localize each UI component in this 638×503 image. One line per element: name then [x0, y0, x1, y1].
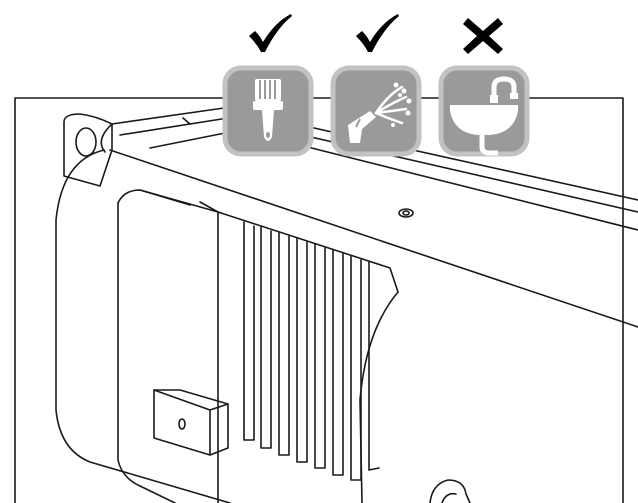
check-mark-icon: [249, 14, 292, 52]
mounting-hole: [75, 127, 97, 157]
method-tile-pressure-washer: [330, 65, 422, 157]
housing-front: [109, 149, 638, 328]
method-tile-sink: [438, 65, 530, 157]
front-handle: [55, 149, 231, 503]
cross-mark-icon: [463, 18, 503, 54]
check-mark-icon: [356, 14, 399, 52]
sink-faucet-icon: [450, 76, 518, 156]
method-tile-brush: [222, 65, 314, 157]
top-screw: [398, 208, 414, 218]
connector: [429, 479, 471, 503]
vent-slots: [243, 221, 380, 481]
frame-outline: [14, 97, 624, 503]
pressure-washer-spray-icon: [348, 82, 412, 143]
mounting-tab: [153, 389, 229, 456]
